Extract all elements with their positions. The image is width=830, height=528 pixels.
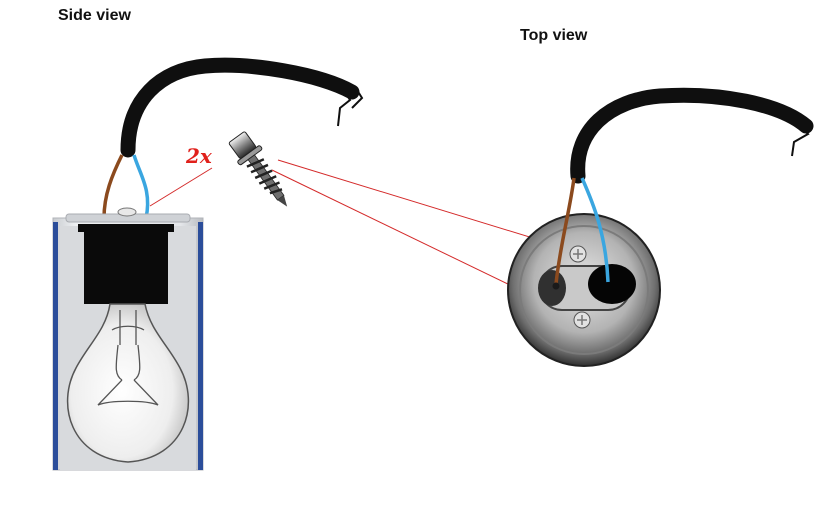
screw-callout: 2x (185, 131, 288, 207)
top-brown-wire-end (552, 282, 560, 290)
lamp-socket (84, 224, 168, 304)
top-screw-lower-slot (577, 315, 587, 325)
side-cable-cut-wire-1 (337, 91, 352, 127)
side-brown-wire (102, 154, 124, 219)
top-view-title: Top view (520, 27, 588, 44)
guide-line-top-upper (277, 159, 573, 251)
side-lid-screw-head (117, 207, 137, 217)
can-opening (538, 270, 566, 306)
lamp-socket-flange (78, 224, 174, 232)
top-view-assembly (507, 87, 814, 367)
side-view-title: Side view (58, 7, 131, 24)
can-lid-inner-ring (519, 225, 649, 355)
can-blue-stripe-right (198, 222, 203, 470)
side-blue-wire (132, 154, 150, 219)
top-blue-wire (580, 177, 610, 283)
top-power-cable (570, 87, 814, 184)
screw-icon (228, 131, 288, 207)
guide-line-side (149, 167, 213, 207)
top-screw-upper-slot (573, 249, 583, 259)
side-cable-cut-wire-2 (351, 89, 364, 109)
side-power-cable (120, 57, 360, 158)
can-blue-stripe-left (53, 222, 58, 470)
top-cable-cut-wire (791, 125, 810, 157)
light-bulb-glass (66, 303, 190, 463)
top-brown-wire (554, 177, 576, 285)
side-view-assembly (52, 57, 364, 471)
top-socket-hole (588, 264, 636, 304)
light-bulb-filament (97, 310, 159, 406)
screw-quantity-label: 2x (185, 144, 213, 168)
